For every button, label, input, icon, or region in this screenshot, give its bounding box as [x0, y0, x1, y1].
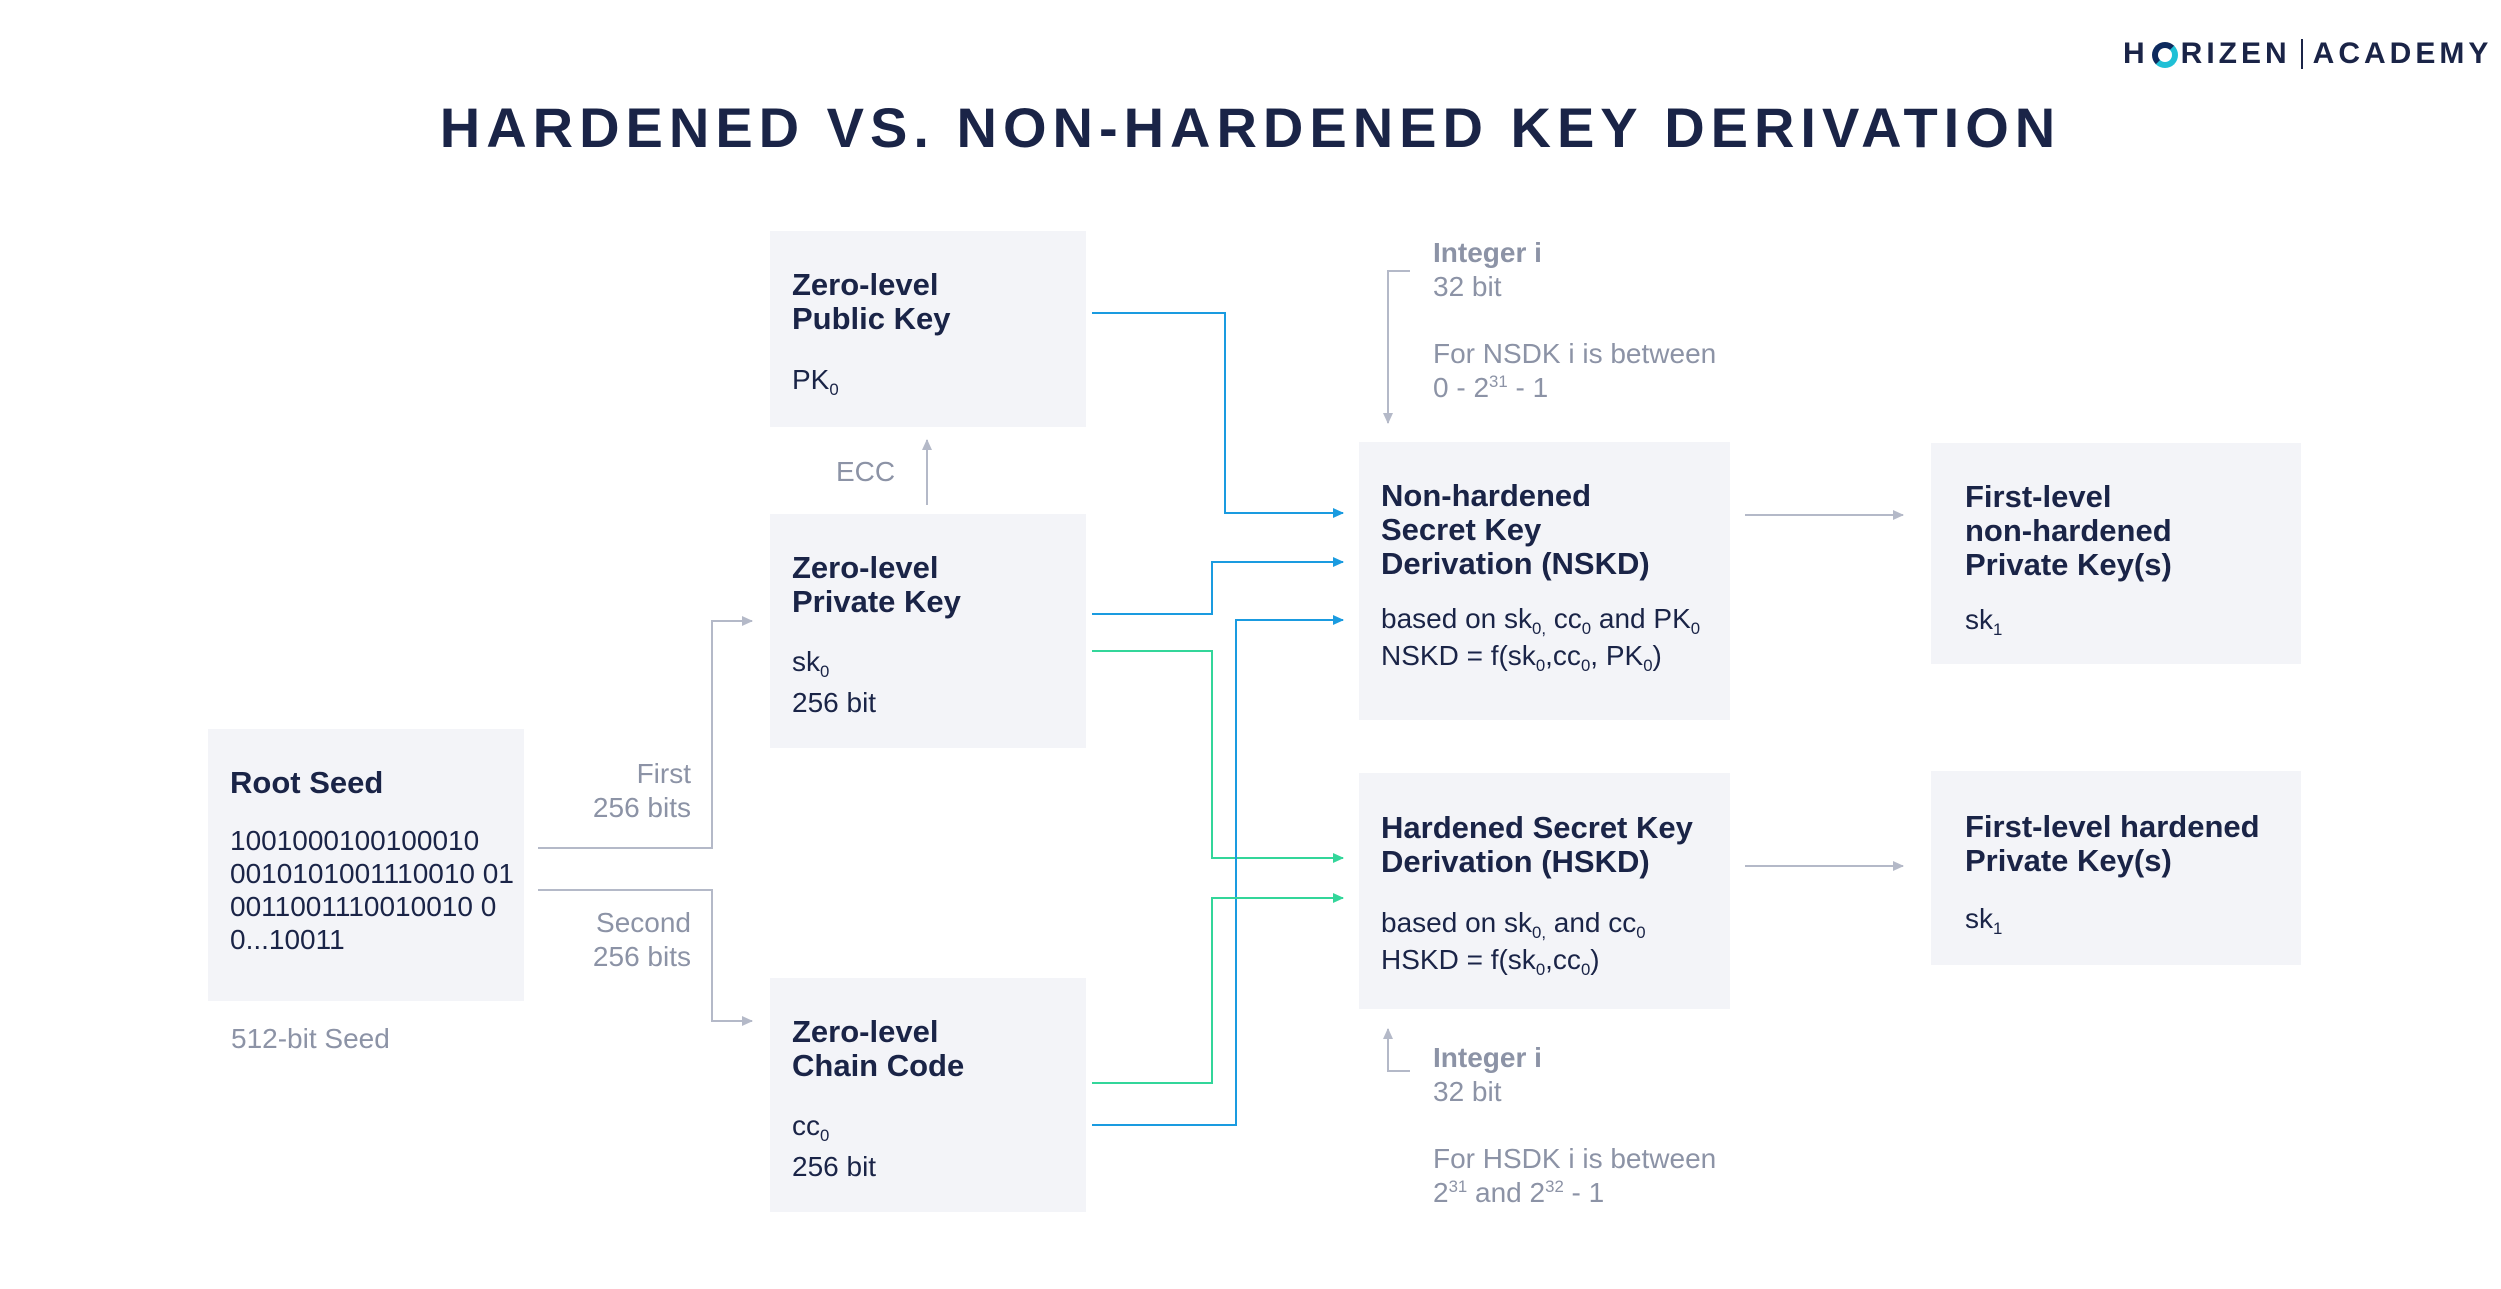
nskd-box: Non-hardened Secret Key Derivation (NSKD… — [1359, 442, 1730, 720]
chain-code-heading-line-2: Chain Code — [792, 1048, 965, 1083]
second-bits-label-line-1: Second — [596, 907, 691, 938]
hskd-box: Hardened Secret Key Derivation (HSKD) ba… — [1359, 773, 1730, 1009]
hskd-heading-line-2: Derivation (HSKD) — [1381, 844, 1650, 879]
hskd-integer-title: Integer i — [1433, 1042, 1542, 1073]
public-key-heading-line-2: Public Key — [792, 301, 951, 336]
root-seed-bits-line-1: 1001000100100010 — [230, 825, 480, 856]
arrow-first-bits — [538, 616, 753, 849]
hskd-integer-range: 231 and 232 - 1 — [1433, 1176, 1605, 1208]
arrow-integer-nskd — [1383, 270, 1410, 424]
hskd-integer-bits: 32 bit — [1433, 1076, 1502, 1107]
hskd-basis: based on sk0, and cc0 — [1381, 907, 1646, 942]
hskd-formula: HSKD = f(sk0,cc0) — [1381, 944, 1600, 979]
private-key-symbol: sk0 — [792, 646, 830, 681]
arrow-second-bits — [538, 889, 753, 1026]
first-level-nh-heading-line-1: First-level — [1965, 479, 2112, 514]
arrow-sk-to-nskd — [1092, 557, 1344, 615]
chain-code-box: Zero-level Chain Code cc0 256 bit — [770, 978, 1086, 1212]
nskd-formula: NSKD = f(sk0,cc0, PK0) — [1381, 640, 1662, 675]
root-seed-caption: 512-bit Seed — [231, 1023, 390, 1054]
logo-o-icon — [2151, 42, 2178, 68]
chain-code-size: 256 bit — [792, 1151, 877, 1182]
private-key-heading-line-1: Zero-level — [792, 550, 939, 585]
arrow-cc-to-hskd — [1092, 893, 1344, 1084]
root-seed-heading: Root Seed — [230, 765, 384, 800]
nskd-heading-line-1: Non-hardened — [1381, 478, 1592, 513]
logo-divider — [2300, 39, 2303, 69]
root-seed-bits-line-2: 0010101001110010 01 — [230, 858, 514, 889]
page-title: HARDENED VS. NON-HARDENED KEY DERIVATION — [439, 96, 2062, 159]
second-bits-label-line-2: 256 bits — [592, 941, 691, 972]
private-key-box: Zero-level Private Key sk0 256 bit — [770, 514, 1086, 748]
nskd-heading-line-3: Derivation (NSKD) — [1381, 546, 1650, 581]
nskd-heading-line-2: Secret Key — [1381, 512, 1542, 547]
nskd-integer-range-label: For NSDK i is between — [1433, 338, 1717, 369]
first-level-h-symbol: sk1 — [1965, 903, 2003, 938]
first-level-nh-symbol: sk1 — [1965, 604, 2003, 639]
private-key-size: 256 bit — [792, 687, 877, 718]
nskd-integer-title: Integer i — [1433, 237, 1542, 268]
first-level-h-heading-line-1: First-level hardened — [1965, 809, 2260, 844]
horizen-academy-logo: H RIZEN ACADEMY — [2123, 37, 2492, 71]
nskd-integer-range: 0 - 231 - 1 — [1433, 371, 1549, 403]
ecc-label: ECC — [836, 456, 896, 487]
first-level-nh-heading-line-2: non-hardened — [1965, 513, 2172, 548]
logo-academy: ACADEMY — [2312, 37, 2493, 70]
first-bits-label-line-2: 256 bits — [592, 792, 691, 823]
hskd-integer-range-label: For HSDK i is between — [1433, 1143, 1717, 1174]
arrow-cc-to-nskd — [1092, 615, 1344, 1126]
public-key-box: Zero-level Public Key PK0 — [770, 231, 1086, 427]
private-key-heading-line-2: Private Key — [792, 584, 961, 619]
logo-brand-rest: RIZEN — [2180, 37, 2291, 70]
arrow-pk-to-nskd — [1092, 312, 1344, 518]
first-bits-label-line-1: First — [636, 758, 691, 789]
first-level-h-heading-line-2: Private Key(s) — [1965, 843, 2172, 878]
root-seed-bits-line-3: 0011001110010010 0 — [230, 891, 497, 922]
first-level-non-hardened-box: First-level non-hardened Private Key(s) … — [1931, 443, 2301, 664]
arrow-sk-to-hskd — [1092, 650, 1344, 863]
chain-code-symbol: cc0 — [792, 1110, 830, 1145]
root-seed-box: Root Seed 1001000100100010 0010101001110… — [208, 729, 524, 1001]
public-key-symbol: PK0 — [792, 364, 839, 399]
arrow-integer-hskd — [1383, 1028, 1410, 1072]
hskd-heading-line-1: Hardened Secret Key — [1381, 810, 1693, 845]
chain-code-heading-line-1: Zero-level — [792, 1014, 939, 1049]
public-key-heading-line-1: Zero-level — [792, 267, 939, 302]
first-level-nh-heading-line-3: Private Key(s) — [1965, 547, 2172, 582]
nskd-basis: based on sk0, cc0 and PK0 — [1381, 603, 1701, 638]
first-level-hardened-box: First-level hardened Private Key(s) sk1 — [1931, 771, 2301, 965]
logo-letter-h: H — [2123, 37, 2149, 70]
root-seed-bits-line-4: 0...10011 — [230, 924, 345, 955]
nskd-integer-bits: 32 bit — [1433, 271, 1502, 302]
